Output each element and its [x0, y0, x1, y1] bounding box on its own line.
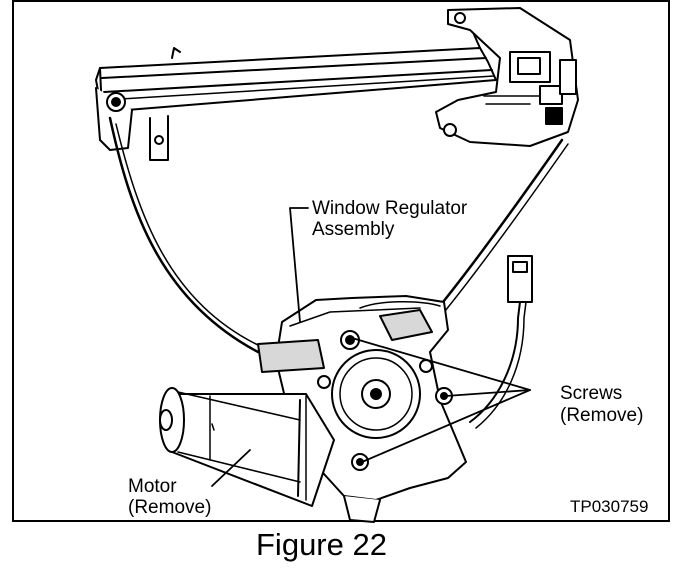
motor-connector	[469, 255, 533, 429]
regulator-cables	[108, 116, 569, 354]
screws-label-line1: Screws	[560, 383, 623, 404]
motor-label-line1: Motor	[128, 476, 177, 497]
rail-mounting-tab	[149, 115, 169, 161]
right-end-bracket	[435, 7, 579, 147]
motor-label-line2: (Remove)	[128, 497, 212, 518]
regulator-label-line2: Assembly	[312, 219, 395, 240]
regulator-label-line1: Window Regulator	[312, 198, 468, 219]
leader-lines	[211, 207, 531, 487]
glass-channel-rail	[95, 23, 497, 113]
motor-gear-drum	[331, 349, 421, 439]
left-pivot-bracket	[95, 87, 133, 151]
figure-caption: Figure 22	[256, 527, 387, 562]
figure-code: TP030759	[570, 497, 649, 516]
screws-label-line2: (Remove)	[560, 405, 644, 426]
motor-cylinder	[159, 387, 335, 507]
